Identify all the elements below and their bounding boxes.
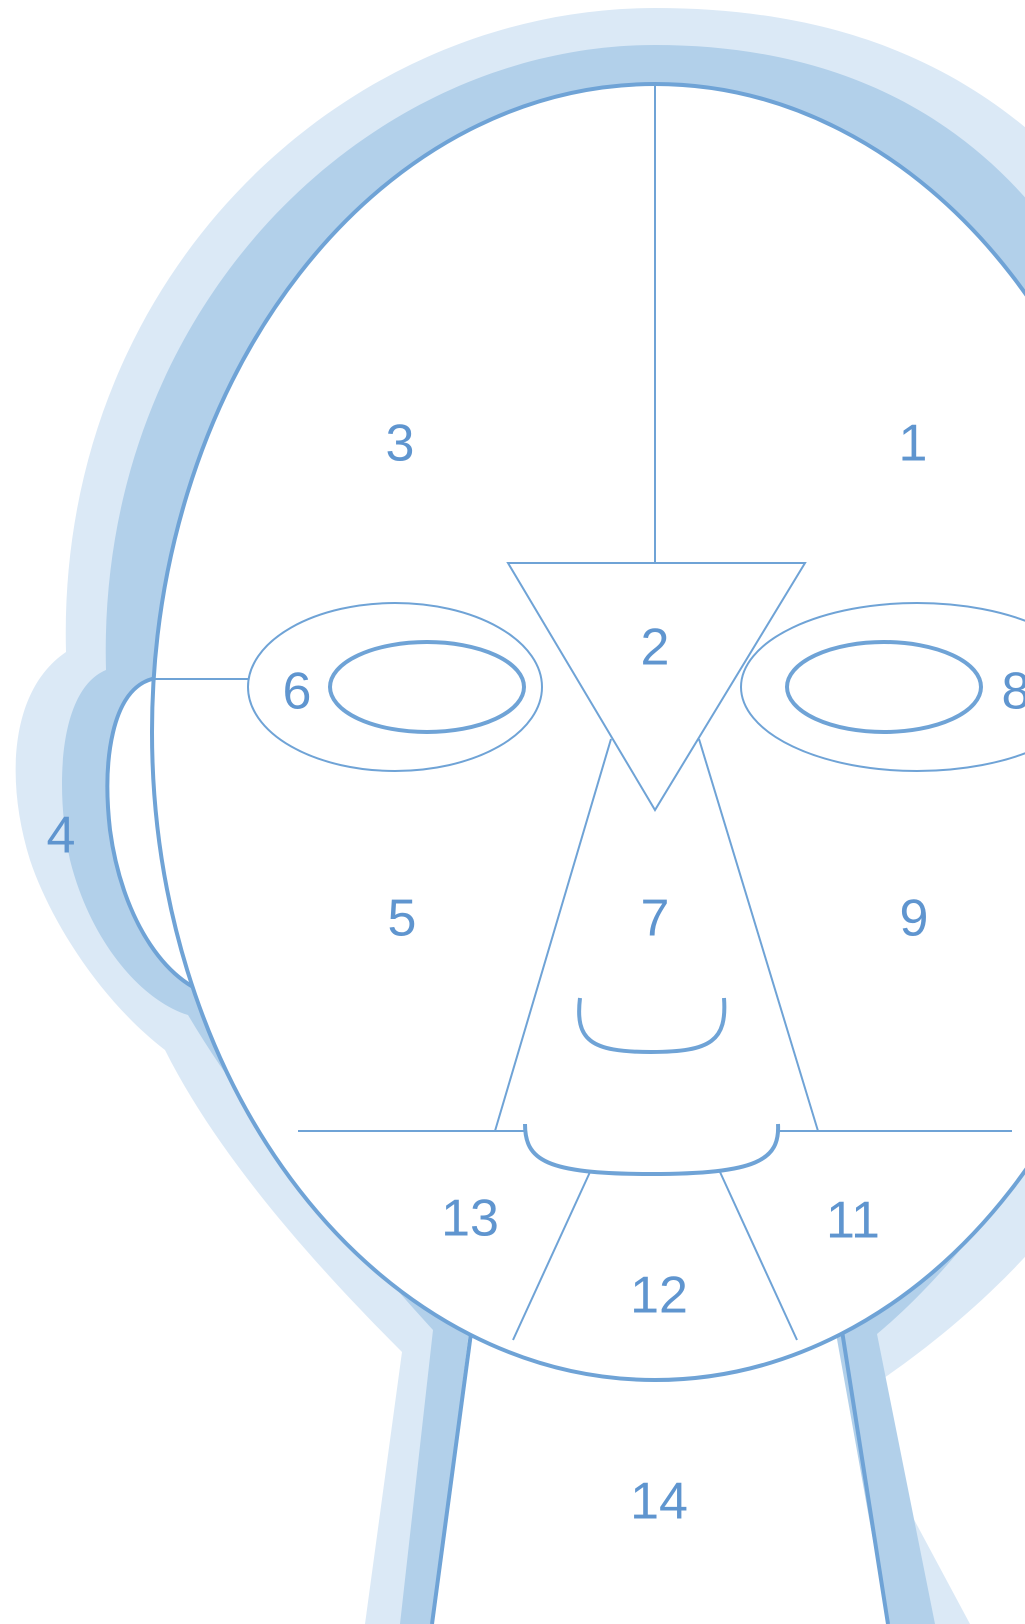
zone-label-11: 11 xyxy=(826,1192,880,1250)
zone-label-4: 4 xyxy=(47,807,76,865)
zone-label-12: 12 xyxy=(630,1267,688,1325)
zone-label-1: 1 xyxy=(899,415,928,473)
zone-label-6: 6 xyxy=(283,663,312,721)
zone-label-3: 3 xyxy=(386,415,415,473)
zone-label-5: 5 xyxy=(388,890,417,948)
zone-label-9: 9 xyxy=(900,890,929,948)
zone-label-14: 14 xyxy=(630,1473,688,1531)
zone-label-7: 7 xyxy=(641,890,670,948)
zone-label-8: 8 xyxy=(1002,663,1025,721)
zone-label-2: 2 xyxy=(641,619,670,677)
zone-label-13: 13 xyxy=(441,1190,499,1248)
